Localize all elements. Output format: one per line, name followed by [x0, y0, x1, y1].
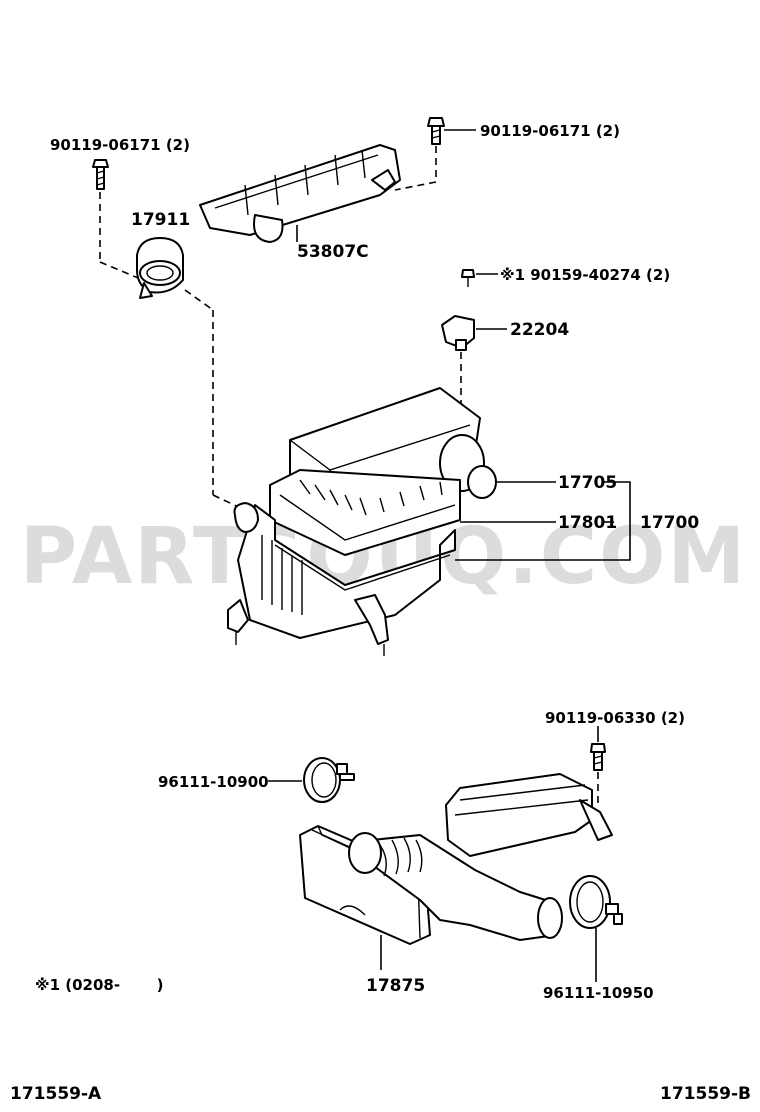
dash-bolt-top-right-2 [394, 181, 437, 191]
label-17911: 17911 [131, 210, 190, 230]
footnote: ※1 (0208- ) [35, 976, 163, 994]
part-53807c-icon [199, 144, 401, 243]
label-bolt-top-right: 90119-06171 (2) [480, 122, 620, 140]
label-clamp-left: 96111-10900 [158, 773, 269, 791]
label-bolt-left: 90119-06171 (2) [50, 136, 190, 154]
air-cleaner-assembly-icon [227, 387, 497, 656]
dash-17911 [184, 289, 214, 311]
bolt-top-right-icon [427, 117, 445, 145]
code-right: 171559-B [660, 1084, 751, 1104]
bolt-lower-icon [590, 743, 606, 771]
label-53807c: 53807C [297, 242, 369, 262]
label-17875: 17875 [366, 976, 425, 996]
intake-hose-icon [348, 832, 563, 941]
screw-90159-icon [461, 269, 475, 287]
code-left: 171559-A [10, 1084, 102, 1104]
label-bolt-lower: 90119-06330 (2) [545, 709, 685, 727]
dash-bolt-left-2 [99, 261, 151, 284]
label-screw-90159: ※1 90159-40274 (2) [500, 266, 670, 284]
part-22204-icon [441, 315, 475, 351]
label-22204: 22204 [510, 320, 569, 340]
clamp-right-icon [569, 875, 623, 929]
air-duct-icon [445, 773, 613, 857]
label-17801: 17801 [558, 513, 617, 533]
label-clamp-right: 96111-10950 [543, 984, 654, 1002]
bracket-17700 [455, 481, 631, 561]
label-17705: 17705 [558, 473, 617, 493]
part-17911-icon [136, 237, 184, 299]
label-17700: 17700 [640, 513, 699, 533]
clamp-left-icon [303, 757, 355, 803]
bolt-left-icon [92, 159, 109, 190]
